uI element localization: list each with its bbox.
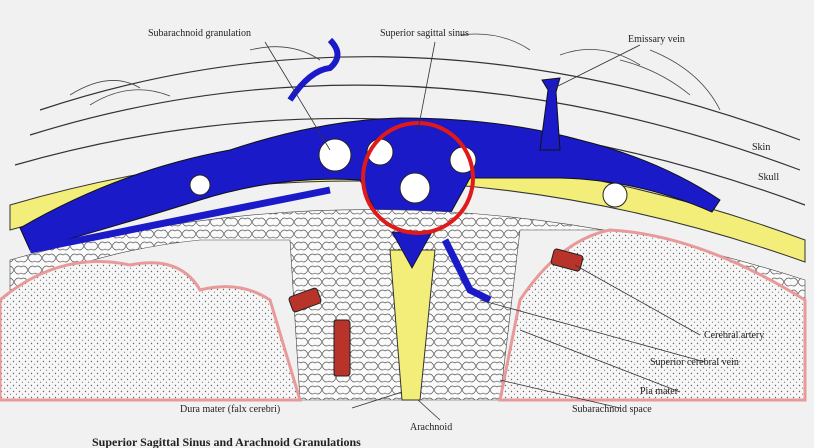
label-superior-cerebral-vein: Superior cerebral vein (650, 357, 739, 368)
hair-strands (70, 34, 720, 110)
emissary-vein-shape (540, 78, 560, 150)
label-dura-mater: Dura mater (falx cerebri) (180, 404, 280, 415)
label-cerebral-artery: Cerebral artery (704, 330, 764, 341)
scalp-vein (290, 40, 338, 100)
label-skin: Skin (752, 142, 770, 153)
label-subarachnoid-space: Subarachnoid space (572, 404, 652, 415)
label-arachnoid: Arachnoid (410, 422, 452, 433)
label-superior-sagittal-sinus: Superior sagittal sinus (380, 28, 469, 39)
label-skull: Skull (758, 172, 779, 183)
cortex-right (500, 230, 805, 400)
figure-caption: Superior Sagittal Sinus and Arachnoid Gr… (92, 435, 361, 448)
label-emissary-vein: Emissary vein (628, 34, 685, 45)
cerebral-artery-3 (334, 320, 350, 376)
label-pia-mater: Pia mater (640, 386, 679, 397)
label-subarachnoid-granulation: Subarachnoid granulation (148, 28, 251, 39)
cortex-left (0, 262, 300, 400)
